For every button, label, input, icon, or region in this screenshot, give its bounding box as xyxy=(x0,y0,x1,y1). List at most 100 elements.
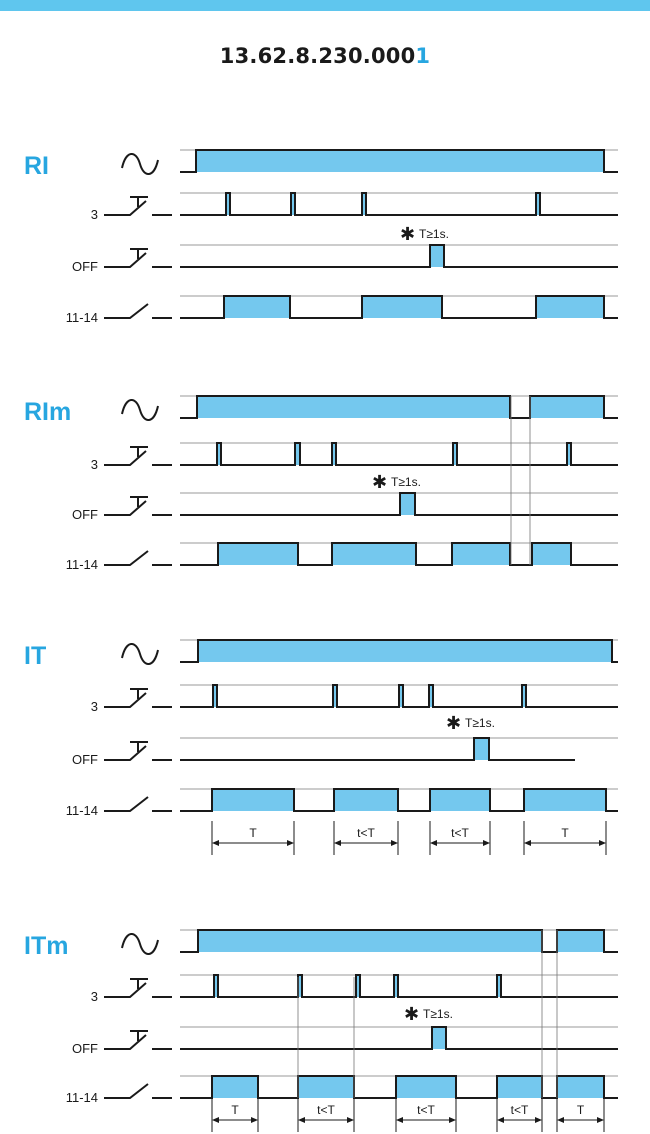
signal-pulse xyxy=(524,789,606,811)
signal-trace xyxy=(180,974,618,998)
signal-pulse xyxy=(213,685,217,707)
output-signal xyxy=(180,295,618,319)
note-symbol: ✱ xyxy=(372,472,387,493)
contact-no-icon xyxy=(104,1083,172,1099)
duration-label: t<T xyxy=(357,826,375,840)
signal-pulse xyxy=(430,245,444,267)
signal-trace xyxy=(180,684,618,708)
mode-label: RI xyxy=(24,152,49,180)
signal-trace xyxy=(180,737,575,761)
mode-label: IT xyxy=(24,642,46,670)
signal-pulse xyxy=(396,1076,456,1098)
note-min-time: T≥1s. xyxy=(423,1007,453,1021)
row-label-off: OFF xyxy=(72,1041,98,1056)
signal-trace xyxy=(180,395,618,419)
signal-pulse xyxy=(394,975,398,997)
row-label-output: 11-14 xyxy=(66,557,98,572)
row-label-output: 11-14 xyxy=(66,803,98,818)
signal-pulse xyxy=(432,1027,446,1049)
signal-pulse xyxy=(226,193,230,215)
signal-pulse xyxy=(497,1076,542,1098)
power-signal xyxy=(180,149,618,173)
pushbutton-icon xyxy=(104,496,172,516)
signal-pulse xyxy=(400,493,415,515)
signal-trace xyxy=(180,149,618,173)
dimension-arrow xyxy=(557,1117,564,1123)
signal-pulse xyxy=(399,685,403,707)
duration-label: T xyxy=(249,826,257,840)
dimension-arrow xyxy=(287,840,294,846)
signal-pulse xyxy=(334,789,398,811)
signal-pulse xyxy=(212,789,294,811)
signal-pulse xyxy=(532,543,571,565)
ac-supply-icon xyxy=(121,643,159,665)
note-min-time: T≥1s. xyxy=(465,716,495,730)
dimension-arrow xyxy=(535,1117,542,1123)
signal-trace xyxy=(180,788,618,812)
signal-pulse xyxy=(362,296,442,318)
signal-trace xyxy=(180,192,618,216)
dimension-arrow xyxy=(212,1117,219,1123)
pushbutton-icon xyxy=(104,248,172,268)
signal-pulse xyxy=(198,640,612,662)
signal-pulse xyxy=(429,685,433,707)
contact-no-icon xyxy=(104,303,172,319)
signal-pulse xyxy=(497,975,501,997)
input-3-signal xyxy=(180,442,618,466)
input-3-signal xyxy=(180,974,618,998)
duration-label: T xyxy=(577,1103,585,1117)
dimension-arrow xyxy=(396,1117,403,1123)
duration-label: t<T xyxy=(451,826,469,840)
row-label-input: 3 xyxy=(91,457,98,472)
signal-pulse xyxy=(298,975,302,997)
signal-pulse xyxy=(557,1076,604,1098)
signal-pulse xyxy=(332,543,416,565)
dimension-arrow xyxy=(483,840,490,846)
row-label-input: 3 xyxy=(91,699,98,714)
signal-trace xyxy=(180,542,618,566)
signal-pulse xyxy=(362,193,366,215)
signal-pulse xyxy=(430,789,490,811)
signal-pulse xyxy=(198,930,542,952)
duration-label: T xyxy=(231,1103,239,1117)
output-signal xyxy=(180,542,618,566)
off-signal xyxy=(180,737,575,761)
row-label-output: 11-14 xyxy=(66,1090,98,1105)
duration-label: T xyxy=(561,826,569,840)
pushbutton-icon xyxy=(104,446,172,466)
contact-no-icon xyxy=(104,550,172,566)
off-signal xyxy=(180,1026,618,1050)
signal-pulse xyxy=(536,193,540,215)
signal-pulse xyxy=(224,296,290,318)
mode-label: ITm xyxy=(24,932,68,960)
signal-pulse xyxy=(298,1076,354,1098)
signal-pulse xyxy=(522,685,526,707)
row-label-off: OFF xyxy=(72,752,98,767)
off-signal xyxy=(180,492,618,516)
signal-trace xyxy=(180,1026,618,1050)
signal-pulse xyxy=(474,738,489,760)
dimension-arrow xyxy=(597,1117,604,1123)
signal-pulse xyxy=(212,1076,258,1098)
signal-pulse xyxy=(196,150,604,172)
pushbutton-icon xyxy=(104,978,172,998)
signal-pulse xyxy=(530,396,604,418)
signal-trace xyxy=(180,492,618,516)
dimension-arrow xyxy=(251,1117,258,1123)
signal-pulse xyxy=(332,443,336,465)
dimension-arrow xyxy=(524,840,531,846)
row-label-output: 11-14 xyxy=(66,310,98,325)
note-min-time: T≥1s. xyxy=(391,475,421,489)
note-min-time: T≥1s. xyxy=(419,227,449,241)
ac-supply-icon xyxy=(121,153,159,175)
signal-pulse xyxy=(453,443,457,465)
pushbutton-icon xyxy=(104,688,172,708)
dimension-arrow xyxy=(497,1117,504,1123)
signal-trace xyxy=(180,244,618,268)
input-3-signal xyxy=(180,684,618,708)
signal-pulse xyxy=(295,443,300,465)
mode-label: RIm xyxy=(24,398,71,426)
ac-supply-icon xyxy=(121,933,159,955)
signal-pulse xyxy=(567,443,571,465)
signal-trace xyxy=(180,639,618,663)
